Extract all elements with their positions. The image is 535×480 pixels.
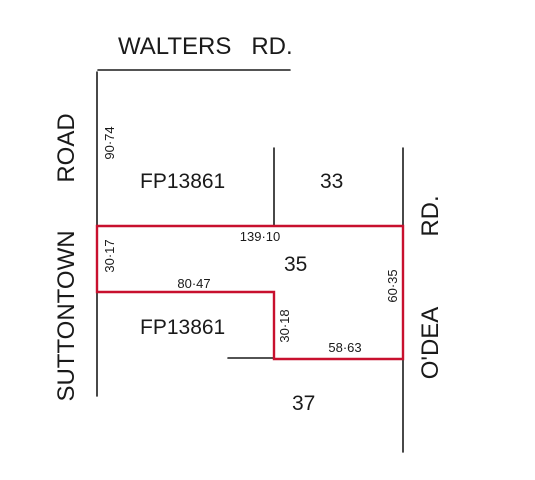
dimension-inner-step: 30·18 (277, 309, 292, 342)
odea-label: O'DEA (417, 307, 444, 380)
lot-33-label: 33 (320, 170, 343, 193)
fp-lower-label: FP13861 (140, 316, 225, 339)
dimension-west-side: 30·17 (102, 239, 117, 272)
walters-road-label: WALTERS RD. (118, 33, 293, 60)
dimension-east-side: 60·35 (385, 269, 400, 302)
rd-label: RD. (417, 195, 444, 236)
dimension-south-boundary: 58·63 (328, 340, 361, 355)
road-label: ROAD (53, 113, 80, 182)
lot-35-boundary (95, 224, 405, 361)
dimension-south-step: 80·47 (177, 276, 210, 291)
dimension-top-boundary: 139·10 (240, 229, 280, 244)
suttontown-label: SUTTONTOWN (53, 230, 80, 401)
fp-upper-label: FP13861 (140, 170, 225, 193)
dimension-left-frontage: 90·74 (102, 126, 117, 159)
lot-37-label: 37 (292, 392, 315, 415)
lot-35-label: 35 (284, 253, 307, 276)
